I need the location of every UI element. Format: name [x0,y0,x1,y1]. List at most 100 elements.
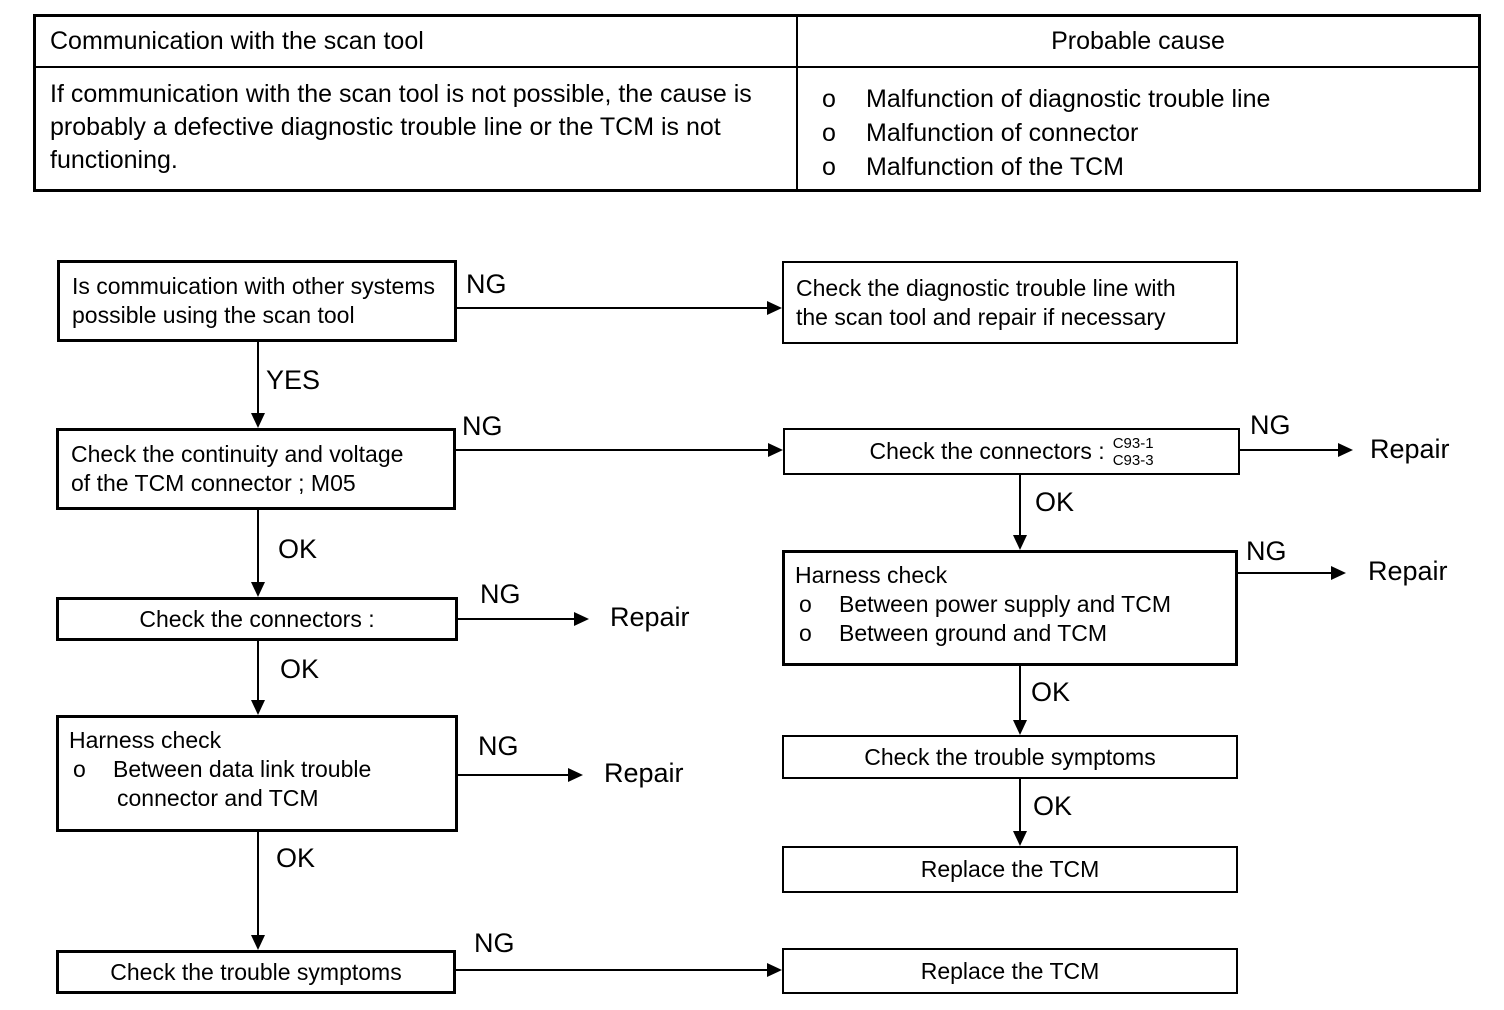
arrowhead-right-icon [1338,443,1353,457]
connector-horizontal [457,307,769,309]
flow-box-check-connectors-left: Check the connectors : [56,597,458,641]
connector-vertical [1019,779,1021,832]
bullet-icon: o [799,591,812,617]
label-ng: NG [1246,536,1287,566]
harness-item-text: Between ground and TCM [839,620,1108,646]
symptom-description-cell: If communication with the scan tool is n… [36,68,798,189]
label-ng: NG [466,269,507,299]
cause-text: Malfunction of diagnostic trouble line [866,85,1271,113]
arrowhead-down-icon [251,700,265,715]
flow-box-text: Check the continuity and voltage [71,441,404,467]
label-yes: YES [266,365,321,395]
symptom-description: If communication with the scan tool is n… [50,80,752,174]
connector-horizontal [456,449,770,451]
flow-box-replace-tcm-right: Replace the TCM [782,846,1238,893]
arrowhead-down-icon [1013,535,1027,550]
arrowhead-right-icon [768,443,783,457]
connector-horizontal [456,969,769,971]
connector-horizontal [458,774,570,776]
arrowhead-right-icon [1331,566,1346,580]
label-repair: Repair [1370,434,1450,464]
label-repair: Repair [610,602,690,632]
connector-code: C93-3 [1112,451,1154,469]
flow-box-text: Is commuication with other systems [72,273,436,299]
arrowhead-right-icon [568,768,583,782]
label-repair: Repair [604,758,684,788]
flow-box-text: the scan tool and repair if necessary [796,303,1166,330]
cause-item: o Malfunction of diagnostic trouble line [822,82,1478,116]
label-ng: NG [480,579,521,609]
probable-cause-header-cell: Probable cause [798,17,1478,68]
flow-box-text: Check the trouble symptoms [110,958,402,985]
bullet-icon: o [822,153,836,181]
harness-title: Harness check [795,562,948,588]
flow-box-harness-check-right: Harness check o Between power supply and… [782,550,1238,666]
arrowhead-right-icon [767,963,782,977]
harness-item-continuation: connector and TCM [117,785,319,811]
harness-title: Harness check [69,727,222,753]
flow-box-check-continuity: Check the continuity and voltage of the … [56,428,456,510]
harness-item-text: Between data link trouble [113,756,372,782]
flow-box-text: Check the trouble symptoms [864,743,1156,770]
arrowhead-down-icon [251,935,265,950]
flow-box-check-connectors-right: Check the connectors : C93-1 C93-3 [783,428,1240,475]
bullet-icon: o [799,620,812,646]
connector-codes: C93-1 C93-3 [1113,435,1154,469]
flow-box-replace-tcm-bottom: Replace the TCM [782,948,1238,994]
flow-box-text: Check the diagnostic trouble line with [796,274,1176,301]
connector-horizontal [458,618,576,620]
label-ok: OK [1031,677,1071,707]
label-ok: OK [276,843,316,873]
arrowhead-down-icon [251,582,265,597]
connector-vertical [257,342,259,414]
flow-box-text: of the TCM connector ; M05 [71,470,356,496]
label-ok: OK [278,534,318,564]
cause-text: Malfunction of the TCM [866,153,1124,181]
flow-box-check-diagnostic-line: Check the diagnostic trouble line with t… [782,261,1238,344]
label-ok: OK [1033,791,1073,821]
connector-horizontal [1240,449,1340,451]
connector-vertical [257,832,259,936]
flow-box-check-trouble-left: Check the trouble symptoms [56,950,456,994]
arrowhead-down-icon [1013,720,1027,735]
label-ng: NG [478,731,519,761]
harness-item: o Between power supply and TCM [795,590,1235,619]
connector-vertical [1019,666,1021,721]
label-ok: OK [280,654,320,684]
flow-box-check-trouble-right: Check the trouble symptoms [782,735,1238,779]
cause-text: Malfunction of connector [866,119,1139,147]
label-ng: NG [462,411,503,441]
bullet-icon: o [822,119,836,147]
label-ok: OK [1035,487,1075,517]
bullet-icon: o [73,756,86,782]
symptom-header-cell: Communication with the scan tool [36,17,798,68]
symptom-title: Communication with the scan tool [50,27,424,55]
flow-box-text: Check the connectors : [869,438,1105,464]
label-ng: NG [474,928,515,958]
label-ng: NG [1250,410,1291,440]
flow-box-scan-other-systems: Is commuication with other systems possi… [57,260,457,342]
probable-cause-list: o Malfunction of diagnostic trouble line… [798,68,1478,189]
harness-item: o Between data link trouble [69,755,455,784]
harness-item-text: Between power supply and TCM [839,591,1171,617]
flow-box-text: Replace the TCM [920,856,1100,882]
flow-box-text: Replace the TCM [920,957,1100,984]
connector-vertical [257,641,259,701]
cause-item: o Malfunction of connector [822,116,1478,150]
bullet-icon: o [822,85,836,113]
probable-cause-title: Probable cause [1051,27,1225,55]
flow-box-text: possible using the scan tool [72,302,355,328]
arrowhead-right-icon [574,612,589,626]
label-repair: Repair [1368,556,1448,586]
arrowhead-down-icon [1013,831,1027,846]
flow-box-text: Check the connectors : [139,605,375,632]
connector-code: C93-1 [1112,434,1154,452]
connector-vertical [1019,475,1021,536]
symptom-table: Communication with the scan tool Probabl… [33,14,1481,192]
cause-item: o Malfunction of the TCM [822,150,1478,184]
arrowhead-right-icon [767,301,782,315]
arrowhead-down-icon [251,413,265,428]
harness-item: o Between ground and TCM [795,619,1235,648]
connector-vertical [257,510,259,583]
